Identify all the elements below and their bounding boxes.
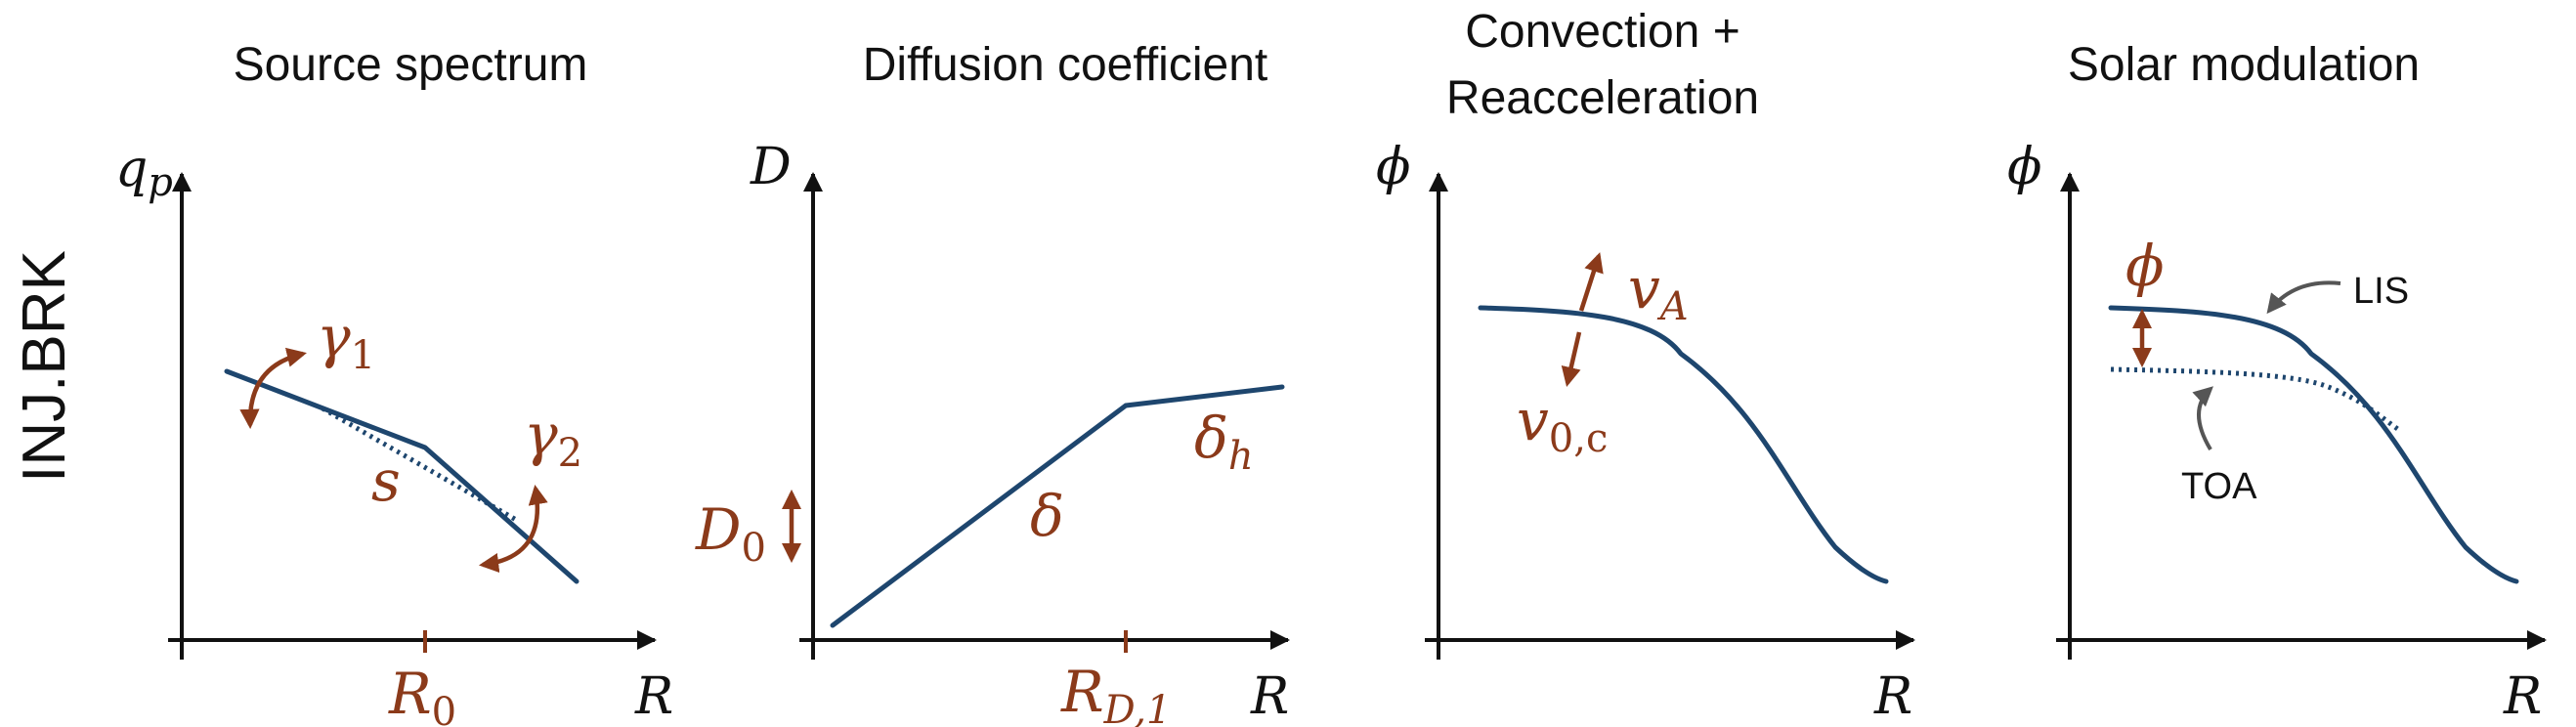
toa-label: TOA — [2181, 466, 2257, 507]
x-axis-label: R — [1250, 667, 1289, 726]
panel-source-spectrum: Source spectrum qp R R0 γ1 γ2 s — [115, 39, 673, 727]
y-axis-label: ϕ — [1376, 138, 1410, 196]
gamma2-arrow — [478, 485, 548, 574]
va-arrow — [1578, 252, 1604, 312]
panel-title-line2: Reacceleration — [1446, 72, 1759, 124]
toa-curve — [2110, 366, 2401, 433]
y-axis-label: qp — [115, 140, 173, 205]
panel-convection-reacceleration: Convection + Reacceleration ϕ R vA v0,c — [1376, 6, 1915, 726]
lis-label: LIS — [2353, 271, 2409, 312]
x-axis-label: R — [2503, 667, 2542, 726]
panel-diffusion-coefficient: Diffusion coefficient D R RD,1 D0 δ δh — [695, 39, 1290, 727]
s-label: s — [371, 448, 401, 514]
diffusion-curve — [830, 384, 1285, 628]
gamma2-label: γ2 — [524, 402, 582, 476]
panel-title: Diffusion coefficient — [863, 39, 1267, 91]
gamma1-arrow — [239, 347, 307, 430]
phi-label: ϕ — [2125, 233, 2165, 299]
panel-title: Solar modulation — [2068, 39, 2420, 91]
delta-label: δ — [1030, 483, 1064, 549]
lis-curve — [2108, 305, 2519, 584]
toa-pointer-arrow — [2192, 386, 2213, 451]
v0c-arrow — [1561, 331, 1582, 387]
x-tick-label-rd1: RD,1 — [1060, 659, 1171, 727]
delta-h-label: δh — [1194, 405, 1254, 479]
panel-title-line1: Convection + — [1465, 6, 1740, 58]
x-axis-label: R — [634, 667, 673, 726]
x-axis-label: R — [1873, 667, 1912, 726]
model-side-label: INJ.BRK — [11, 250, 78, 483]
panel-solar-modulation: Solar modulation ϕ R ϕ LIS TOA — [2007, 39, 2547, 726]
gamma1-label: γ1 — [317, 304, 375, 378]
va-label: vA — [1628, 255, 1689, 329]
lis-pointer-arrow — [2266, 280, 2341, 315]
panel-title: Source spectrum — [234, 39, 588, 91]
y-axis-label: ϕ — [2007, 138, 2041, 196]
v0c-label: v0,c — [1517, 387, 1608, 461]
convection-curve — [1478, 305, 1889, 584]
y-axis-label: D — [750, 138, 792, 196]
x-tick-label-r0: R0 — [388, 661, 456, 727]
d0-label: D0 — [695, 496, 766, 571]
